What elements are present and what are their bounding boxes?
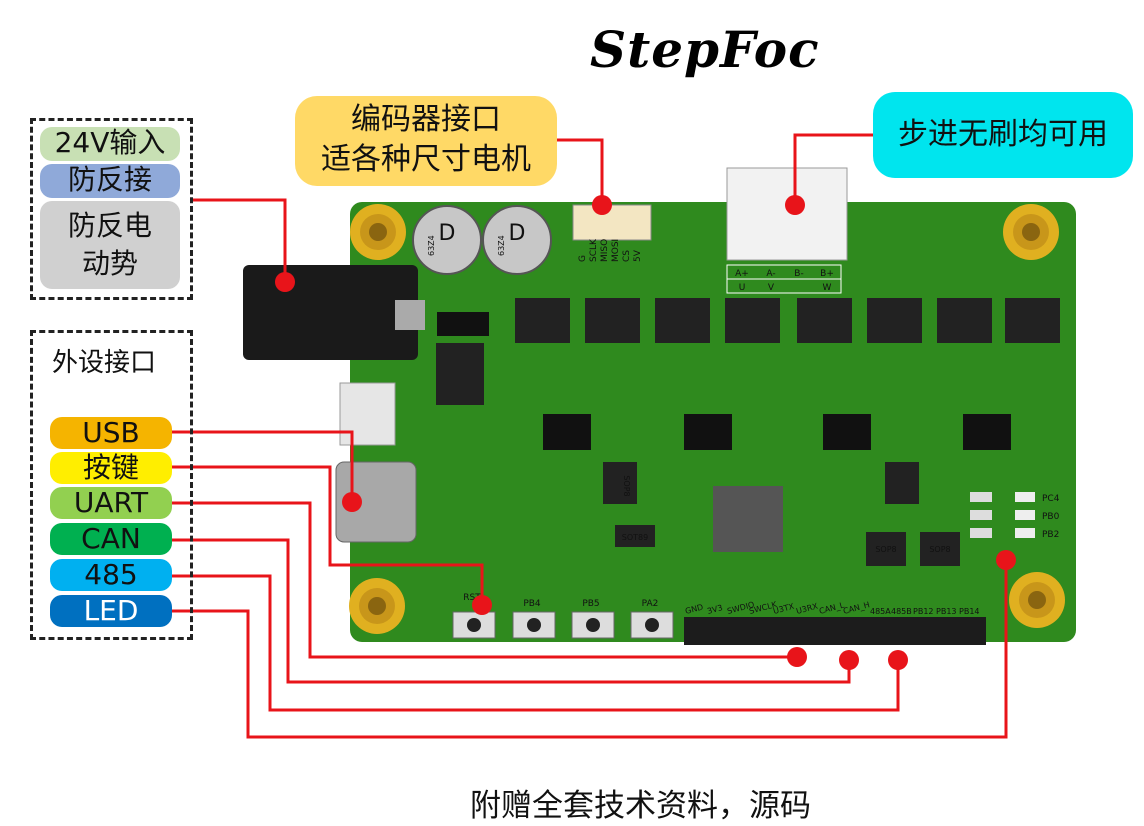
encoder-pin-label: MISO	[600, 239, 610, 262]
capacitors: D D 63Z4 63Z4	[412, 205, 552, 275]
mcu-chip	[713, 486, 783, 552]
feature-24v-input: 24V输入	[40, 127, 180, 161]
mounting-holes	[349, 204, 1065, 634]
capacitor-label: D	[509, 221, 526, 246]
status-leds: PC4 PB0 PB2	[970, 492, 1060, 540]
motor-connector: A+ A- B- B+ U V W	[726, 167, 848, 294]
motor-pin-label: A+	[735, 269, 749, 279]
connector-dots	[275, 195, 1016, 670]
button-label: PA2	[642, 599, 659, 609]
led-label: PC4	[1042, 494, 1060, 504]
small-ic	[436, 343, 484, 405]
gate-drivers	[543, 414, 1011, 450]
dc-power-jack	[243, 265, 425, 360]
button-label: PB5	[582, 599, 599, 609]
header-pin-label: 3V3	[706, 603, 723, 616]
motor-phase-label: W	[823, 283, 832, 293]
header-pin-label: PB14	[959, 607, 980, 616]
encoder-pin-label: SCLK	[589, 238, 599, 262]
chip-label: SOP8	[929, 545, 950, 554]
pin-header	[684, 617, 986, 645]
encoder-connector: G SCLK MISO MOSI CS 5V	[572, 204, 652, 262]
sop8-chips: SOP8 SOP8 SOP8	[603, 462, 960, 566]
page-title: StepFoc	[590, 20, 820, 79]
peripheral-can: CAN	[50, 523, 172, 555]
motor-callout: 步进无刷均可用	[873, 92, 1133, 178]
chip-label: SOP8	[622, 475, 631, 496]
encoder-pin-label: 5V	[633, 249, 643, 262]
capacitor-code: 63Z4	[427, 235, 436, 256]
tactile-buttons: RST PB4 PB5 PA2	[452, 593, 674, 639]
sot89-label: SOT89	[622, 533, 648, 542]
capacitor-label: D	[439, 221, 456, 246]
peripheral-box	[30, 330, 193, 640]
feature-back-emf-line2: 动势	[81, 247, 138, 280]
peripheral-485: 485	[50, 559, 172, 591]
mosfet-row	[515, 298, 1060, 343]
feature-reverse-protection: 防反接	[40, 164, 180, 198]
encoder-callout-line2: 适各种尺寸电机	[321, 142, 531, 177]
connector-lines	[172, 133, 1008, 739]
usb-c-port	[335, 461, 417, 543]
schottky-diode	[437, 312, 489, 336]
feature-back-emf-line1: 防反电	[67, 209, 152, 242]
header-pin-label: 485B	[891, 607, 912, 616]
encoder-pin-label: G	[578, 255, 588, 262]
peripheral-button: 按键	[50, 452, 172, 484]
uart-connector	[339, 382, 396, 446]
header-pin-label: PB12	[913, 607, 934, 616]
footer-note: 附赠全套技术资料，源码	[470, 788, 811, 824]
button-label: PB4	[523, 599, 541, 609]
chip-label: SOP8	[875, 545, 896, 554]
header-pin-label: 485A	[870, 607, 891, 616]
peripheral-led: LED	[50, 595, 172, 627]
feature-back-emf-protection: 防反电 动势	[40, 201, 180, 289]
peripheral-usb: USB	[50, 417, 172, 449]
capacitor-code: 63Z4	[497, 235, 506, 256]
motor-phase-label: V	[768, 283, 775, 293]
motor-phase-label: U	[739, 283, 746, 293]
encoder-callout-line1: 编码器接口	[351, 102, 501, 137]
button-label: RST	[463, 593, 481, 603]
power-features-box	[30, 118, 193, 300]
sot89-regulator	[615, 525, 655, 547]
motor-pin-label: B-	[794, 269, 803, 279]
motor-pin-label: B+	[820, 269, 834, 279]
motor-pin-label: A-	[766, 269, 775, 279]
encoder-callout: 编码器接口 适各种尺寸电机	[295, 96, 557, 186]
peripheral-heading: 外设接口	[52, 348, 157, 378]
led-label: PB0	[1042, 512, 1060, 522]
encoder-pin-label: MOSI	[611, 239, 621, 262]
header-pin-label: PB13	[936, 607, 957, 616]
peripheral-uart: UART	[50, 487, 172, 519]
led-label: PB2	[1042, 530, 1059, 540]
encoder-pin-label: CS	[622, 250, 632, 262]
